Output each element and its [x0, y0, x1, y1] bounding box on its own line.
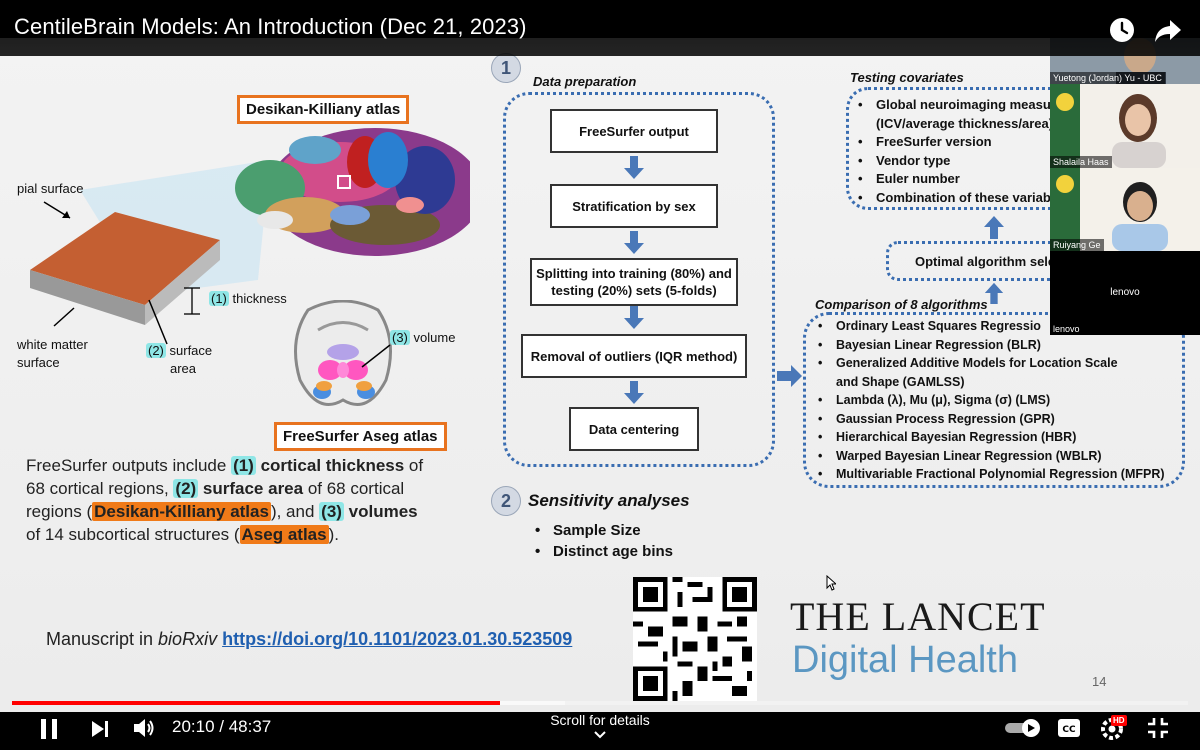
- volume-icon[interactable]: [133, 717, 157, 739]
- algorithm-item: Warped Bayesian Linear Regression (WBLR): [812, 447, 1182, 466]
- person-avatar: [1050, 168, 1200, 251]
- volume-label: (3) volume: [390, 330, 456, 345]
- pial-surface-label: pial surface: [17, 181, 84, 196]
- flow-step-outlier-removal: Removal of outliers (IQR method): [521, 334, 747, 378]
- participant-video-tile[interactable]: Ruiyang Ge: [1050, 168, 1200, 251]
- optimal-algorithm-label: Optimal algorithm sele: [915, 254, 1056, 269]
- arrow-icon: [148, 299, 168, 345]
- player-controls: [0, 712, 1200, 750]
- manuscript-line: Manuscript in bioRxiv https://doi.org/10…: [46, 629, 573, 649]
- up-arrow-icon: [984, 216, 1004, 239]
- progress-played: [12, 701, 500, 705]
- description-paragraph: FreeSurfer outputs include (1) cortical …: [26, 456, 424, 544]
- mouse-cursor-icon: [826, 575, 836, 591]
- covariate-item: Combination of these variab: [852, 189, 1052, 208]
- thickness-label: (1) thickness: [209, 291, 287, 306]
- algorithm-item: Lambda (λ), Mu (μ), Sigma (σ) (LMS): [812, 391, 1182, 410]
- testing-covariates-heading: Testing covariates: [850, 70, 964, 85]
- covariate-item: Vendor type: [852, 152, 1052, 171]
- participant-device-label: lenovo: [1110, 287, 1140, 298]
- section-2-number: 2: [491, 486, 521, 516]
- algorithm-item: Ordinary Least Squares Regressio: [812, 317, 1182, 336]
- share-arrow-icon[interactable]: [1154, 16, 1182, 44]
- data-preparation-heading: Data preparation: [533, 74, 637, 89]
- down-arrow-icon: [624, 306, 644, 329]
- participant-video-tile[interactable]: Shalaila Haas: [1050, 84, 1200, 168]
- algorithm-item: Bayesian Linear Regression (BLR): [812, 336, 1182, 355]
- video-title-bar: [0, 0, 1200, 56]
- algorithm-item: Gaussian Process Regression (GPR): [812, 410, 1182, 429]
- covariate-item: FreeSurfer version: [852, 133, 1052, 152]
- brain-cortex-illustration: [30, 128, 470, 325]
- surface-area-label: (2) surface area: [146, 343, 213, 376]
- up-arrow-icon: [984, 282, 1004, 304]
- covariate-item: Global neuroimaging measu(ICV/average th…: [852, 96, 1052, 133]
- sensitivity-item: Distinct age bins: [529, 541, 673, 562]
- scroll-for-details[interactable]: Scroll for details: [520, 712, 680, 740]
- slide-page-number: 14: [1092, 674, 1107, 689]
- algorithm-item: Hierarchical Bayesian Regression (HBR): [812, 428, 1182, 447]
- svg-text:CC: CC: [1062, 725, 1076, 735]
- lancet-logo-line2: Digital Health: [792, 639, 1018, 681]
- white-matter-surface-label: white matter surface: [17, 337, 88, 370]
- optimal-algorithm-container: [886, 241, 1066, 281]
- video-title[interactable]: CentileBrain Models: An Introduction (De…: [14, 14, 527, 39]
- time-display: 20:10 / 48:37: [172, 717, 272, 736]
- lancet-logo-line1: THE LANCET: [790, 594, 1046, 639]
- section-1-number: 1: [491, 53, 521, 83]
- algorithm-item: Multivariable Fractional Polynomial Regr…: [812, 465, 1182, 484]
- freesurfer-aseg-atlas-label: FreeSurfer Aseg atlas: [274, 422, 447, 451]
- algorithms-list: Ordinary Least Squares Regressio Bayesia…: [812, 317, 1182, 484]
- desikan-killiany-atlas-label: Desikan-Killiany atlas: [237, 95, 410, 124]
- arrow-icon: [53, 307, 75, 327]
- chevron-down-icon: [594, 731, 606, 739]
- progress-bar[interactable]: [12, 701, 1188, 705]
- down-arrow-icon: [624, 156, 644, 179]
- right-arrow-icon: [777, 365, 802, 387]
- flow-step-stratification: Stratification by sex: [550, 184, 718, 228]
- thickness-bracket-icon: [184, 287, 200, 315]
- flow-step-data-centering: Data centering: [569, 407, 699, 451]
- arrow-icon: [43, 201, 71, 219]
- hd-badge: HD: [1111, 715, 1127, 726]
- down-arrow-icon: [624, 381, 644, 404]
- covariates-container: [846, 87, 1076, 210]
- subcortical-illustration: [294, 300, 392, 406]
- algorithms-heading: Comparison of 8 algorithms: [815, 297, 988, 312]
- algorithms-container: [803, 312, 1185, 488]
- down-arrow-icon: [624, 231, 644, 254]
- data-preparation-container: [503, 92, 775, 467]
- qr-code: [633, 577, 757, 701]
- fullscreen-exit-icon[interactable]: [1147, 717, 1169, 739]
- covariates-list: Global neuroimaging measu(ICV/average th…: [852, 96, 1052, 207]
- next-icon[interactable]: [90, 719, 110, 739]
- participant-video-tile[interactable]: lenovo lenovo: [1050, 251, 1200, 335]
- captions-icon[interactable]: CC: [1057, 718, 1081, 738]
- sensitivity-item: Sample Size: [529, 520, 673, 541]
- arrow-icon: [361, 344, 391, 368]
- covariate-item: Euler number: [852, 170, 1052, 189]
- flow-step-splitting: Splitting into training (80%) and testin…: [530, 258, 738, 306]
- presentation-slide: Desikan-Killiany atlas pial surface (1) …: [0, 38, 1200, 713]
- doi-link[interactable]: https://doi.org/10.1101/2023.01.30.52350…: [222, 629, 573, 649]
- sensitivity-analyses-heading: Sensitivity analyses: [528, 491, 690, 510]
- autoplay-toggle[interactable]: [1004, 718, 1042, 738]
- flow-step-freesurfer-output: FreeSurfer output: [550, 109, 718, 153]
- sensitivity-list: Sample Size Distinct age bins: [529, 520, 673, 562]
- clock-icon[interactable]: [1108, 16, 1136, 44]
- person-avatar: [1050, 84, 1200, 168]
- pause-icon[interactable]: [38, 718, 60, 740]
- algorithm-item: Generalized Additive Models for Location…: [812, 354, 1182, 391]
